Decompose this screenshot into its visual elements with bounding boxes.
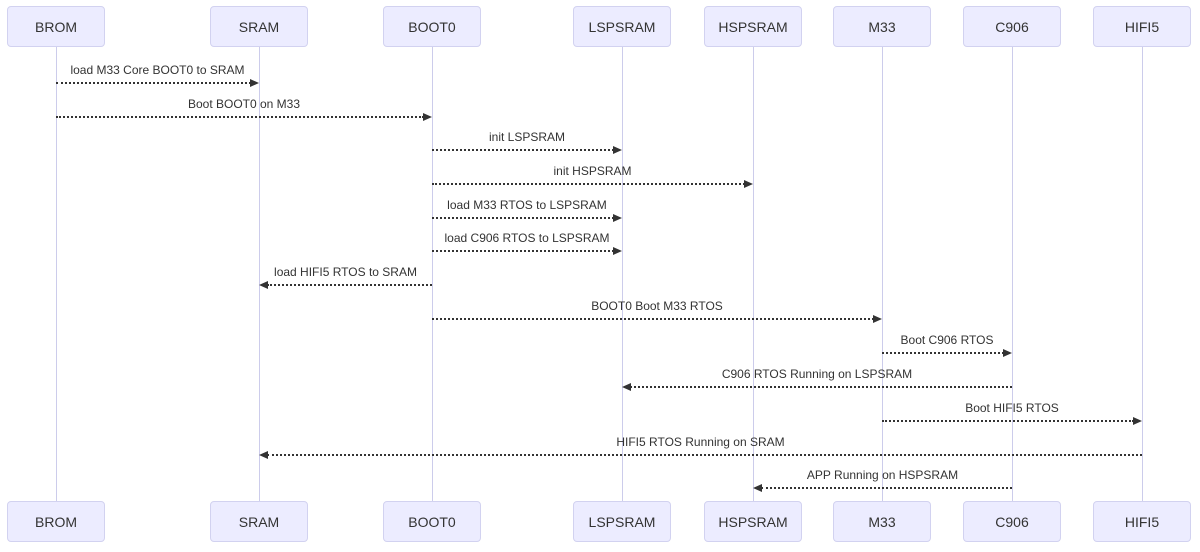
- arrowhead-icon: [744, 180, 753, 188]
- arrowhead-icon: [613, 146, 622, 154]
- arrowhead-icon: [622, 383, 631, 391]
- actor-bottom-lspsram: LSPSRAM: [573, 501, 671, 542]
- message-arrow-line: [882, 420, 1134, 422]
- lifeline-brom: [56, 47, 57, 501]
- actor-top-boot0: BOOT0: [383, 6, 481, 47]
- actor-label: BROM: [35, 18, 77, 35]
- message-arrow-line: [432, 183, 745, 185]
- lifeline-boot0: [432, 47, 433, 501]
- actor-bottom-m33: M33: [833, 501, 931, 542]
- message-arrow-line: [267, 284, 432, 286]
- message-label: load M33 Core BOOT0 to SRAM: [70, 63, 245, 77]
- actor-label: HIFI5: [1124, 513, 1160, 530]
- message-arrow-line: [432, 217, 614, 219]
- message-label: load HIFI5 RTOS to SRAM: [274, 265, 417, 279]
- arrowhead-icon: [250, 79, 259, 87]
- message-label: APP Running on HSPSRAM: [806, 468, 959, 482]
- actor-top-brom: BROM: [7, 6, 105, 47]
- actor-bottom-boot0: BOOT0: [383, 501, 481, 542]
- message-arrow-line: [432, 250, 614, 252]
- actor-label: C906: [995, 18, 1029, 35]
- lifeline-c906: [1012, 47, 1013, 501]
- lifeline-sram: [259, 47, 260, 501]
- actor-top-hspsram: HSPSRAM: [704, 6, 802, 47]
- actor-label: BOOT0: [408, 513, 456, 530]
- message-label: Boot BOOT0 on M33: [187, 97, 301, 111]
- actor-top-sram: SRAM: [210, 6, 308, 47]
- actor-top-m33: M33: [833, 6, 931, 47]
- message-label: C906 RTOS Running on LSPSRAM: [721, 367, 913, 381]
- message-label: init HSPSRAM: [553, 164, 632, 178]
- arrowhead-icon: [753, 484, 762, 492]
- actor-label: BOOT0: [408, 18, 456, 35]
- actor-label: C906: [995, 513, 1029, 530]
- arrowhead-icon: [1133, 417, 1142, 425]
- actor-top-lspsram: LSPSRAM: [573, 6, 671, 47]
- lifeline-m33: [882, 47, 883, 501]
- message-arrow-line: [267, 454, 1142, 456]
- message-label: Boot C906 RTOS: [900, 333, 994, 347]
- message-arrow-line: [761, 487, 1012, 489]
- message-arrow-line: [56, 82, 251, 84]
- lifeline-hspsram: [753, 47, 754, 501]
- actor-bottom-hspsram: HSPSRAM: [704, 501, 802, 542]
- actor-label: LSPSRAM: [588, 513, 656, 530]
- actor-label: SRAM: [238, 18, 280, 35]
- actor-label: M33: [868, 513, 896, 530]
- message-arrow-line: [432, 318, 874, 320]
- actor-bottom-sram: SRAM: [210, 501, 308, 542]
- message-label: load C906 RTOS to LSPSRAM: [444, 231, 610, 245]
- message-label: HIFI5 RTOS Running on SRAM: [616, 435, 785, 449]
- message-label: load M33 RTOS to LSPSRAM: [447, 198, 607, 212]
- arrowhead-icon: [873, 315, 882, 323]
- actor-label: LSPSRAM: [588, 18, 656, 35]
- actor-bottom-hifi5: HIFI5: [1093, 501, 1191, 542]
- actor-top-c906: C906: [963, 6, 1061, 47]
- actor-bottom-brom: BROM: [7, 501, 105, 542]
- arrowhead-icon: [259, 451, 268, 459]
- actor-bottom-c906: C906: [963, 501, 1061, 542]
- arrowhead-icon: [613, 247, 622, 255]
- arrowhead-icon: [1003, 349, 1012, 357]
- lifeline-lspsram: [622, 47, 623, 501]
- actor-label: BROM: [35, 513, 77, 530]
- lifeline-hifi5: [1142, 47, 1143, 501]
- message-label: init LSPSRAM: [488, 130, 566, 144]
- message-arrow-line: [882, 352, 1004, 354]
- arrowhead-icon: [423, 113, 432, 121]
- message-arrow-line: [56, 116, 424, 118]
- arrowhead-icon: [613, 214, 622, 222]
- actor-top-hifi5: HIFI5: [1093, 6, 1191, 47]
- actor-label: SRAM: [238, 513, 280, 530]
- actor-label: HIFI5: [1124, 18, 1160, 35]
- actor-label: M33: [868, 18, 896, 35]
- message-label: BOOT0 Boot M33 RTOS: [591, 299, 723, 313]
- message-label: Boot HIFI5 RTOS: [965, 401, 1059, 415]
- message-arrow-line: [630, 386, 1012, 388]
- arrowhead-icon: [259, 281, 268, 289]
- actor-label: HSPSRAM: [718, 18, 788, 35]
- message-arrow-line: [432, 149, 614, 151]
- actor-label: HSPSRAM: [718, 513, 788, 530]
